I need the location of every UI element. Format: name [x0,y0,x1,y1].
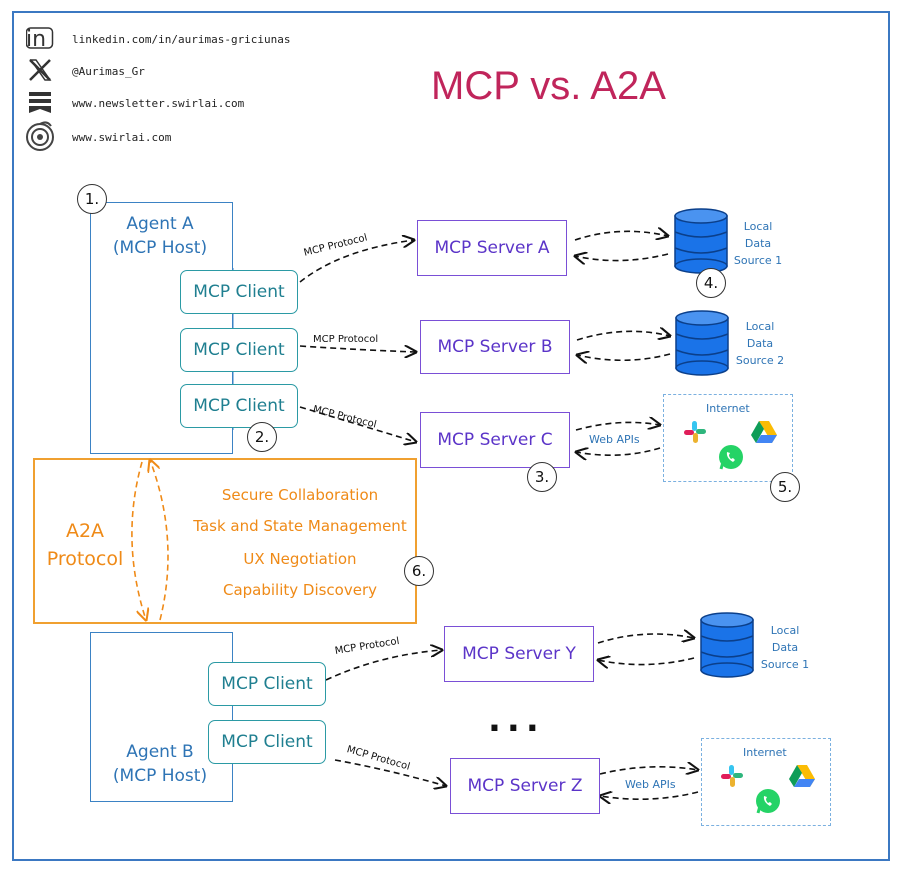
mcp-server-a: MCP Server A [417,220,567,276]
arrow-client-server-y [325,650,442,681]
arrow-server-z-to-internet [599,767,698,774]
mcp-client-a2: MCP Client [180,328,298,372]
newsletter-icon [28,90,52,118]
mcp-client-a1: MCP Client [180,270,298,314]
arrow-internet-to-server-z [600,792,699,799]
arrow-ds2-to-server-b [577,354,671,360]
google-drive-icon [750,420,778,448]
arrow-server-b-to-ds2 [576,331,670,341]
feature-capability-discovery: Capability Discovery [222,581,378,599]
agent-b-box [90,632,233,802]
slack-icon [720,764,744,792]
arrow-server-c-to-internet [575,422,660,431]
agent-a-label: Agent A (MCP Host) [100,212,220,260]
mcp-client-b2: MCP Client [208,720,326,764]
whatsapp-icon [718,444,744,474]
mcp-server-y: MCP Server Y [444,626,594,682]
protocol-label-b: MCP Protocol [313,334,379,345]
mcp-server-c: MCP Server C [420,412,570,468]
arrow-client-server-z [334,759,446,786]
agent-b-role: (MCP Host) [112,766,208,786]
whatsapp-icon [755,788,781,818]
step-number-4: 4. [696,268,726,298]
x-icon [28,58,52,86]
a2a-arrow-down [131,461,146,620]
a2a-label-line2: Protocol [46,548,124,570]
mcp-server-b: MCP Server B [420,320,570,374]
database-icon-1 [674,208,728,278]
diagram-title: MCP vs. A2A [431,64,666,108]
database-icon-2 [675,310,729,380]
step-number-6: 6. [404,556,434,586]
feature-ux-negotiation: UX Negotiation [243,550,357,568]
website-text: www.swirlai.com [72,131,172,144]
feature-secure-collaboration: Secure Collaboration [221,486,379,504]
arrow-client1-server-a [299,240,414,283]
mcp-client-a3: MCP Client [180,384,298,428]
step-number-3: 3. [527,462,557,492]
a2a-label-line1: A2A [65,520,105,542]
diagram-frame [12,11,890,861]
linkedin-icon: in [25,26,54,54]
arrow-ds-to-server-y [598,658,695,665]
arrow-client3-server-c [299,406,416,442]
database-icon-3 [700,612,754,682]
step-number-2: 2. [247,422,277,452]
agent-a-role: (MCP Host) [112,238,208,258]
step-number-5: 5. [770,472,800,502]
x-handle-text: @Aurimas_Gr [72,65,145,78]
agent-b-label: Agent B (MCP Host) [100,740,220,788]
arrow-server-y-to-ds [597,634,694,644]
arrow-internet-to-server-c [576,448,661,455]
step-number-1: 1. [77,184,107,214]
swirlai-icon [25,120,55,156]
web-apis-label-2: Web APIs [625,778,676,791]
arrow-server-a-to-ds1 [574,231,668,241]
newsletter-text: www.newsletter.swirlai.com [72,97,245,110]
a2a-arrow-up [150,460,169,621]
agent-a-name: Agent A [126,214,194,234]
agent-b-name: Agent B [126,742,194,762]
internet-label-2: Internet [743,746,787,759]
feature-task-state-management: Task and State Management [193,517,407,535]
more-servers-ellipsis: ... [488,700,545,740]
a2a-protocol-box [33,458,417,624]
svg-text:in: in [26,27,46,50]
mcp-server-z: MCP Server Z [450,758,600,814]
mcp-client-b1: MCP Client [208,662,326,706]
a2a-protocol-label: A2A Protocol [40,517,130,573]
arrow-client2-server-b [299,346,416,352]
web-apis-label-1: Web APIs [589,433,640,446]
arrow-ds1-to-server-a [575,254,669,261]
linkedin-text: linkedin.com/in/aurimas-griciunas [72,33,291,46]
google-drive-icon [788,764,816,792]
slack-icon [683,420,707,448]
internet-label-1: Internet [706,402,750,415]
